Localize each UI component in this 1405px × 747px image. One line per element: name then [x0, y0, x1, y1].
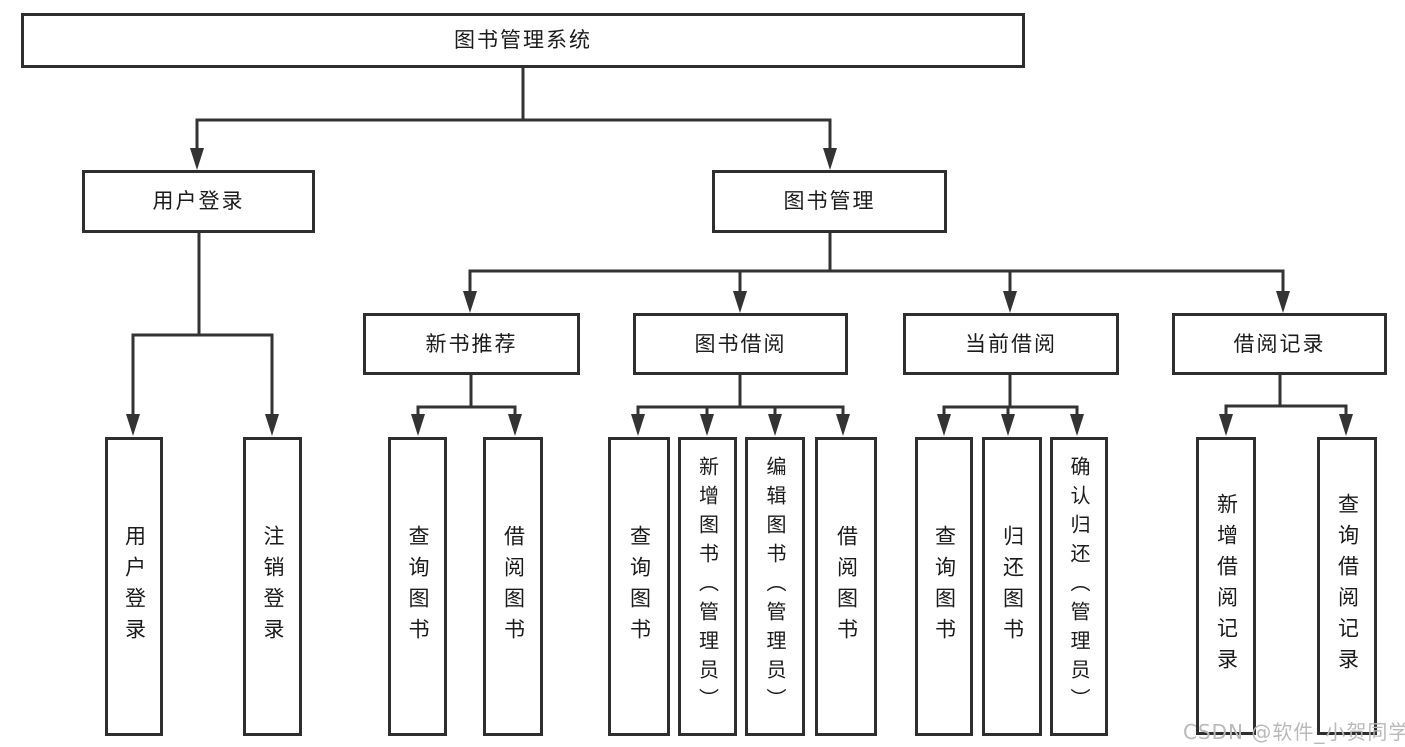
node-borrow-record: 借阅记录: [1172, 313, 1387, 375]
node-book-management: 图书管理: [712, 170, 947, 233]
leaf-query-book-borrow: 查询图书: [608, 437, 670, 736]
node-current-borrow: 当前借阅: [903, 313, 1119, 375]
arrowheads: [126, 148, 1353, 436]
node-book-borrow: 图书借阅: [633, 313, 848, 375]
watermark-text: CSDN @软件_小贺同学: [1183, 720, 1405, 744]
node-new-book-recommend: 新书推荐: [363, 313, 580, 375]
node-user-login: 用户登录: [82, 170, 315, 233]
leaf-borrow-book-borrow: 借阅图书: [815, 437, 877, 736]
node-root-system: 图书管理系统: [21, 13, 1025, 68]
leaf-query-borrow-record: 查询借阅记录: [1317, 437, 1377, 735]
leaf-add-book-admin: 新增图书（管理员）: [678, 437, 737, 736]
leaf-query-book-recommend: 查询图书: [388, 437, 447, 736]
leaf-return-book: 归还图书: [982, 437, 1042, 736]
leaf-borrow-book-recommend: 借阅图书: [483, 437, 543, 736]
connector-shafts: [131, 66, 1348, 417]
leaf-add-borrow-record: 新增借阅记录: [1196, 437, 1256, 735]
leaf-logout-login: 注销登录: [243, 437, 302, 736]
leaf-edit-book-admin: 编辑图书（管理员）: [745, 437, 805, 736]
leaf-user-login: 用户登录: [105, 437, 163, 736]
leaf-confirm-return-admin: 确认归还（管理员）: [1050, 437, 1108, 736]
leaf-query-book-current: 查询图书: [915, 437, 973, 736]
